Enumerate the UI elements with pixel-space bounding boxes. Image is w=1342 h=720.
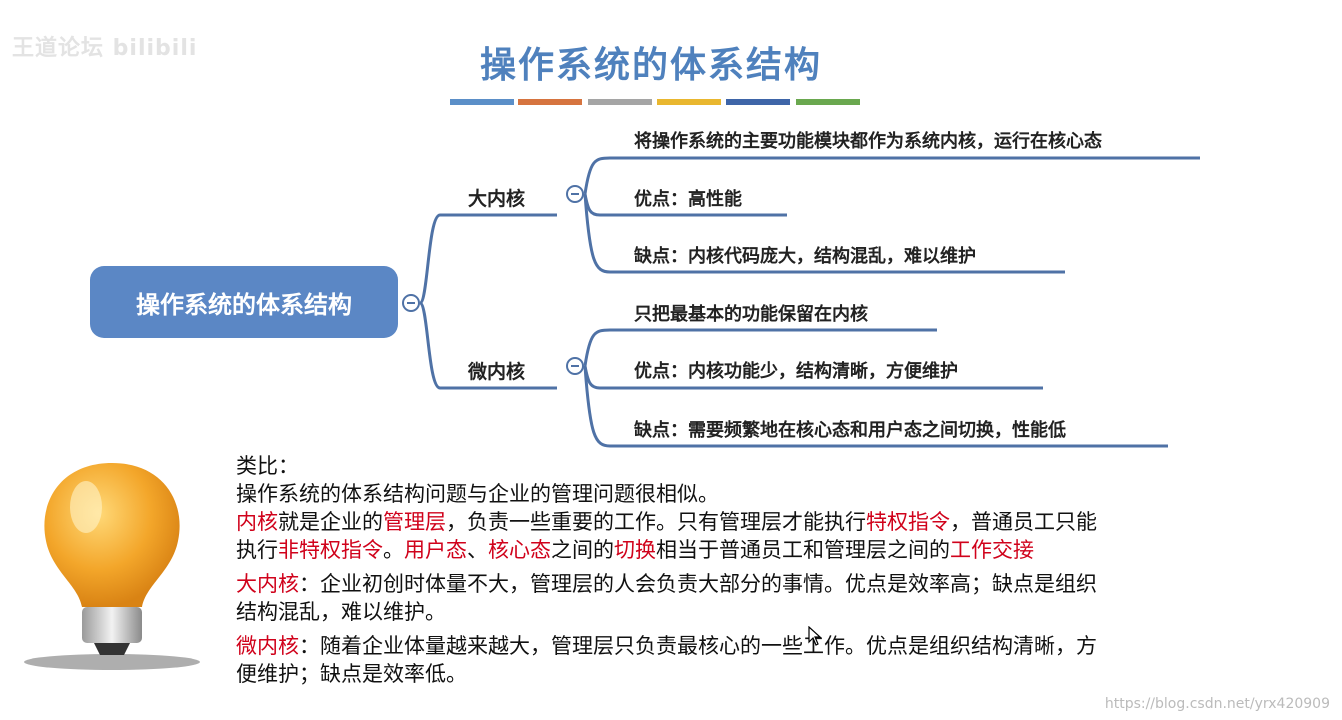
collapse-big-kernel-icon[interactable] (566, 185, 584, 203)
big-kernel-leaf-desc[interactable]: 将操作系统的主要功能模块都作为系统内核，运行在核心态 (634, 131, 1102, 152)
analogy-intro: 操作系统的体系结构问题与企业的管理问题很相似。 (236, 482, 719, 506)
watermark: 王道论坛 bilibili (12, 36, 198, 61)
connector-micro-leaf3 (583, 365, 1168, 448)
text-fragment: ，普通员工只能 (950, 510, 1097, 534)
page-title: 操作系统的体系结构 (479, 45, 822, 86)
analogy-p3-line2: 便维护；缺点是效率低。 (236, 662, 467, 686)
mindmap-connectors (418, 156, 1200, 448)
collapse-root-icon[interactable] (402, 294, 420, 312)
text-fragment: 、 (467, 538, 488, 562)
analogy-p2-line2: 结构混乱，难以维护。 (236, 600, 446, 624)
footer-url: https://blog.csdn.net/yrx420909 (1104, 696, 1330, 712)
term-user-mode: 用户态 (404, 538, 467, 562)
color-bar-blue (450, 99, 514, 105)
analogy-p1-line1: 内核就是企业的管理层，负责一些重要的工作。只有管理层才能执行特权指令，普通员工只… (236, 508, 1306, 536)
term-nonprivileged-instructions: 非特权指令 (278, 538, 383, 562)
micro-kernel-leaf-con[interactable]: 缺点：需要频繁地在核心态和用户态之间切换，性能低 (634, 420, 1066, 441)
mindmap-root-node[interactable]: 操作系统的体系结构 (90, 266, 398, 338)
collapse-micro-kernel-icon[interactable] (566, 357, 584, 375)
term-kernel: 内核 (236, 510, 278, 534)
mouse-cursor-icon (808, 626, 822, 646)
text-fragment: 之间的 (551, 538, 614, 562)
connector-root-micro (418, 301, 557, 390)
text-fragment: ：企业初创时体量不大，管理层的人会负责大部分的事情。优点是效率高；缺点是组织 (299, 572, 1097, 596)
micro-kernel-leaf-desc[interactable]: 只把最基本的功能保留在内核 (634, 304, 868, 325)
text-fragment: 。 (383, 538, 404, 562)
analogy-p1-line2: 执行非特权指令。用户态、核心态之间的切换相当于普通员工和管理层之间的工作交接 (236, 536, 1306, 564)
term-management: 管理层 (383, 510, 446, 534)
big-kernel-leaf-pro[interactable]: 优点：高性能 (634, 189, 742, 210)
term-privileged-instructions: 特权指令 (866, 510, 950, 534)
term-switch: 切换 (614, 538, 656, 562)
color-bar-green (796, 99, 860, 105)
connector-root-big (418, 213, 557, 305)
analogy-p2-line1: 大内核：企业初创时体量不大，管理层的人会负责大部分的事情。优点是效率高；缺点是组… (236, 570, 1306, 598)
branch-micro-kernel[interactable]: 微内核 (468, 361, 526, 383)
analogy-text: 类比： 操作系统的体系结构问题与企业的管理问题很相似。 内核就是企业的管理层，负… (236, 452, 1306, 688)
color-bar-gray (588, 99, 652, 105)
big-kernel-leaf-con[interactable]: 缺点：内核代码庞大，结构混乱，难以维护 (634, 246, 976, 267)
term-micro-kernel: 微内核 (236, 634, 299, 658)
text-fragment: 相当于普通员工和管理层之间的 (656, 538, 950, 562)
lightbulb-icon (24, 463, 200, 670)
text-fragment: 就是企业的 (278, 510, 383, 534)
term-handover: 工作交接 (950, 538, 1034, 562)
connector-micro-leaf1 (583, 328, 937, 367)
term-big-kernel: 大内核 (236, 572, 299, 596)
text-fragment: ：随着企业体量越来越大，管理层只负责最核心的一些工作。优点是组织结构清晰，方 (299, 634, 1097, 658)
term-kernel-mode: 核心态 (488, 538, 551, 562)
micro-kernel-leaf-pro[interactable]: 优点：内核功能少，结构清晰，方便维护 (634, 361, 958, 382)
color-bar-navy (726, 99, 790, 105)
analogy-p3-line1: 微内核：随着企业体量越来越大，管理层只负责最核心的一些工作。优点是组织结构清晰，… (236, 632, 1306, 660)
connector-big-leaf1 (583, 156, 1200, 195)
branch-big-kernel[interactable]: 大内核 (468, 188, 526, 210)
connector-big-leaf3 (583, 193, 1065, 274)
analogy-heading: 类比： (236, 454, 299, 478)
text-fragment: ，负责一些重要的工作。只有管理层才能执行 (446, 510, 866, 534)
color-bar-yellow (657, 99, 721, 105)
text-fragment: 执行 (236, 538, 278, 562)
color-bar-orange (518, 99, 582, 105)
